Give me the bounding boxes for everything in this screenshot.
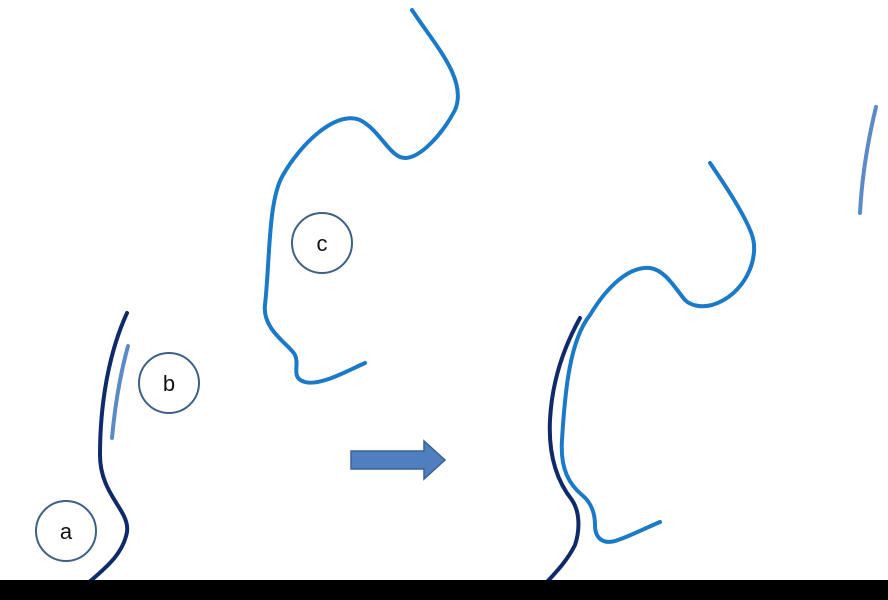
strand-a [73,311,130,597]
baseline-bar [0,580,888,600]
strand-c [262,8,460,385]
combined-strand-c [559,161,757,544]
label-b: b [138,352,200,414]
label-c: c [291,212,353,274]
strand-b [110,344,130,440]
combined-strand-a [533,316,582,597]
strand-b-fragment [858,105,878,215]
right-arrow-icon [350,439,447,481]
label-b-text: b [163,371,175,396]
label-a: a [35,500,97,562]
label-a-text: a [60,519,73,544]
label-c-text: c [317,231,328,256]
